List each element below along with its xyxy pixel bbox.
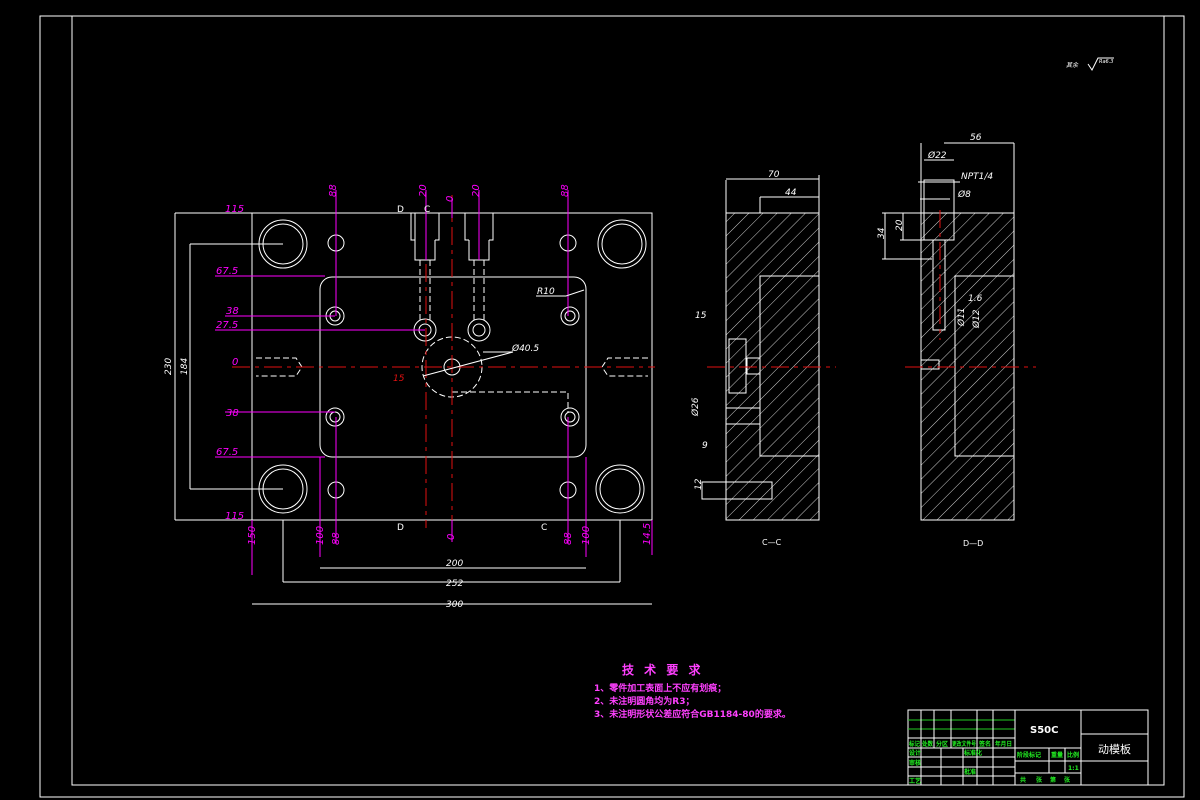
tech-requirement-item: 2、未注明圆角均为R3； bbox=[594, 695, 694, 707]
tech-requirement-item: 3、未注明形状公差应符合GB1184-80的要求。 bbox=[594, 708, 791, 720]
surface-finish-symbol: 其余 Ra6.3 bbox=[1066, 57, 1114, 71]
dim-label: 20 bbox=[895, 219, 905, 231]
dim-label: 100 bbox=[581, 526, 592, 545]
material-label: S50C bbox=[1030, 725, 1058, 736]
dim-label: Ø11 bbox=[956, 307, 967, 327]
sheet-label: 张 bbox=[1064, 776, 1071, 784]
sheet-label: 第 bbox=[1049, 776, 1056, 784]
dim-overall-height: 230 bbox=[164, 358, 174, 375]
section-d-d: 56 Ø22 NPT1/4 Ø8 20 34 1.6 Ø11 Ø12 D—D bbox=[877, 133, 1036, 548]
dim-label: 88 bbox=[560, 184, 571, 197]
dim-label: 0 bbox=[446, 534, 457, 540]
dim-label: Ø26 bbox=[690, 397, 701, 417]
main-view: 230 184 115 67.5 38 27.5 0 38 67.5 115 8… bbox=[164, 184, 655, 610]
row-label: 标准化 bbox=[963, 749, 982, 757]
dim-label: 115 bbox=[225, 204, 244, 215]
technical-requirements: 技 术 要 求 1、零件加工表面上不应有划痕； 2、未注明圆角均为R3； 3、未… bbox=[594, 662, 791, 720]
dim-label: 38 bbox=[226, 306, 239, 317]
surface-finish-value: Ra6.3 bbox=[1099, 59, 1114, 65]
surface-finish-label: 其余 bbox=[1066, 61, 1079, 69]
dim-label: Ø8 bbox=[957, 189, 971, 200]
dim-label: 56 bbox=[970, 133, 982, 143]
stage-cell: 比例 bbox=[1067, 751, 1079, 759]
dim-label: 9 bbox=[702, 441, 708, 451]
tech-requirement-item: 1、零件加工表面上不应有划痕； bbox=[594, 682, 726, 694]
title-block: S50C 动模板 标记 处数 分区 更改文件号 签名 年月日 设计 审核 工艺 … bbox=[907, 709, 1149, 786]
dim-label: 20 bbox=[471, 184, 482, 197]
dim-label: 15 bbox=[695, 311, 707, 321]
dim-label: 12 bbox=[694, 478, 704, 490]
dim-label: 67.5 bbox=[216, 447, 238, 458]
offset-label: 15 bbox=[393, 374, 405, 384]
dim-label: 115 bbox=[225, 511, 244, 522]
row-label: 工艺 bbox=[909, 777, 921, 785]
row-label: 批准 bbox=[964, 768, 976, 776]
dim-label: 34 bbox=[877, 227, 887, 239]
header-cell: 年月日 bbox=[995, 740, 1012, 748]
header-cell: 分区 bbox=[936, 740, 948, 748]
dim-label: 88 bbox=[331, 532, 342, 545]
section-mark: D bbox=[397, 523, 404, 533]
radius-label: R10 bbox=[537, 287, 555, 297]
header-cell: 标记 bbox=[908, 740, 920, 748]
part-name: 动模板 bbox=[1098, 742, 1131, 756]
scale-value: 1:1 bbox=[1068, 765, 1079, 772]
dim-label: 1.6 bbox=[968, 294, 983, 304]
dim-label: 44 bbox=[785, 188, 797, 198]
dim-label: 300 bbox=[446, 600, 463, 610]
dim-label: 70 bbox=[768, 170, 780, 180]
dim-label: 200 bbox=[446, 559, 463, 569]
dim-label: 20 bbox=[418, 184, 429, 197]
header-cell: 处数 bbox=[921, 740, 934, 748]
row-label: 设计 bbox=[909, 749, 921, 757]
section-c-c: 70 44 15 Ø26 9 12 C—C bbox=[690, 170, 836, 547]
diameter-label: Ø40.5 bbox=[511, 343, 539, 354]
dim-label: 88 bbox=[563, 532, 574, 545]
dim-label: 67.5 bbox=[216, 266, 238, 277]
tech-requirements-title: 技 术 要 求 bbox=[622, 662, 704, 677]
dim-label: 100 bbox=[315, 526, 326, 545]
section-mark: C bbox=[541, 523, 547, 533]
dim-label: Ø12 bbox=[971, 309, 982, 329]
dim-label: 0 bbox=[232, 357, 238, 368]
dim-label: Ø22 bbox=[927, 150, 947, 161]
section-label: C—C bbox=[762, 538, 782, 547]
dim-label: NPT1/4 bbox=[961, 172, 993, 182]
section-mark: D bbox=[397, 205, 404, 215]
dim-label: 88 bbox=[328, 184, 339, 197]
header-cell: 更改文件号 bbox=[952, 740, 976, 748]
row-label: 审核 bbox=[909, 759, 921, 767]
dim-label: 14.5 bbox=[642, 523, 653, 545]
section-mark: C bbox=[424, 205, 430, 215]
dim-label: 252 bbox=[446, 579, 463, 589]
sheet-label: 共 bbox=[1020, 776, 1026, 784]
sheet-label: 张 bbox=[1036, 776, 1043, 784]
dim-label: 27.5 bbox=[216, 320, 238, 331]
dim-label: 150 bbox=[247, 526, 258, 545]
header-cell: 签名 bbox=[978, 740, 991, 748]
drawing-frame bbox=[71, 15, 1165, 786]
stage-cell: 重量 bbox=[1051, 751, 1063, 759]
dim-pin-spacing: 184 bbox=[180, 358, 190, 375]
stage-cell: 阶段标记 bbox=[1017, 751, 1041, 759]
dim-label: 0 bbox=[445, 196, 456, 202]
section-label: D—D bbox=[963, 539, 983, 548]
dim-label: 38 bbox=[226, 408, 239, 419]
